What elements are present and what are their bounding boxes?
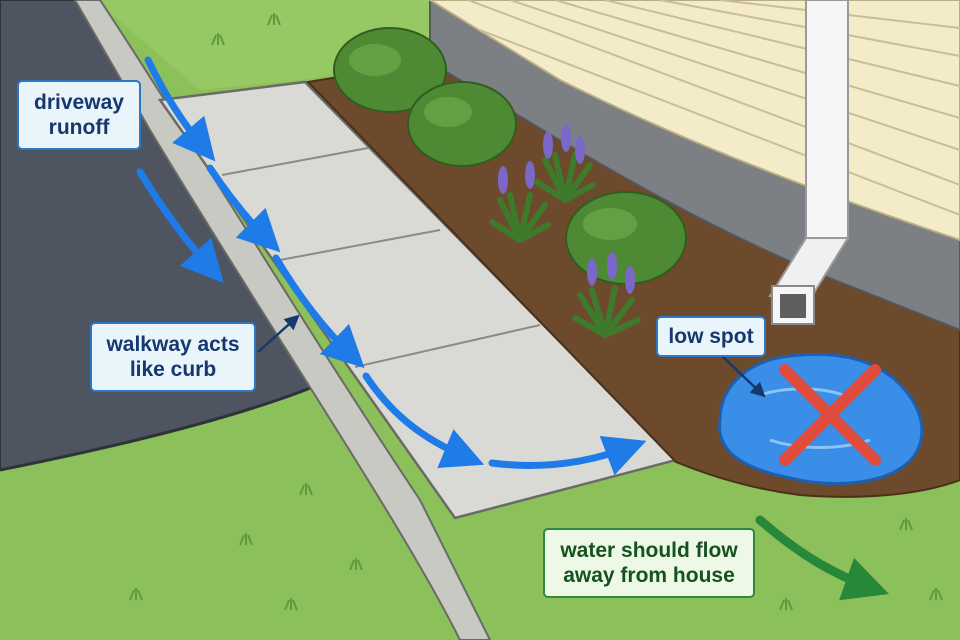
flow-away-label: water should flow away from house <box>543 528 755 598</box>
label-line: like curb <box>129 358 217 381</box>
label-line: driveway <box>34 91 124 114</box>
shrub <box>407 81 517 167</box>
arrow-right-icon <box>206 164 281 253</box>
arrow-down-right-icon <box>755 515 889 601</box>
arrow-right-icon <box>362 372 485 468</box>
flowering-plant <box>489 161 551 243</box>
x-mark-icon <box>779 364 881 466</box>
arrow-right-icon <box>272 254 365 369</box>
driveway-edge <box>0 378 331 472</box>
shrub <box>565 191 687 285</box>
walkway-pointer <box>257 314 300 353</box>
driveway-runoff-label: driveway runoff <box>17 80 141 150</box>
walkway-curb-label: walkway acts like curb <box>90 322 256 392</box>
downspout <box>768 0 850 325</box>
label-line: walkway acts <box>106 333 240 356</box>
walkway-joint <box>221 147 369 176</box>
runoff-arrows <box>136 56 647 476</box>
arrow-right-icon <box>144 56 216 162</box>
arrow-right-icon <box>488 435 647 476</box>
flowering-plant <box>572 252 641 338</box>
walkway-joint <box>354 324 541 368</box>
low-spot-pointer <box>721 355 766 398</box>
low-spot-label: low spot <box>656 316 766 357</box>
flowering-plant <box>534 124 596 203</box>
label-line: low spot <box>668 325 754 348</box>
siding-lines <box>467 0 960 216</box>
label-line: away from house <box>563 564 735 587</box>
shrub <box>333 27 447 113</box>
walkway-joint <box>279 229 441 261</box>
arrow-right-icon <box>136 168 224 284</box>
grass-tufts <box>129 13 943 611</box>
label-line: runoff <box>48 116 110 139</box>
label-line: water should flow <box>560 539 738 562</box>
